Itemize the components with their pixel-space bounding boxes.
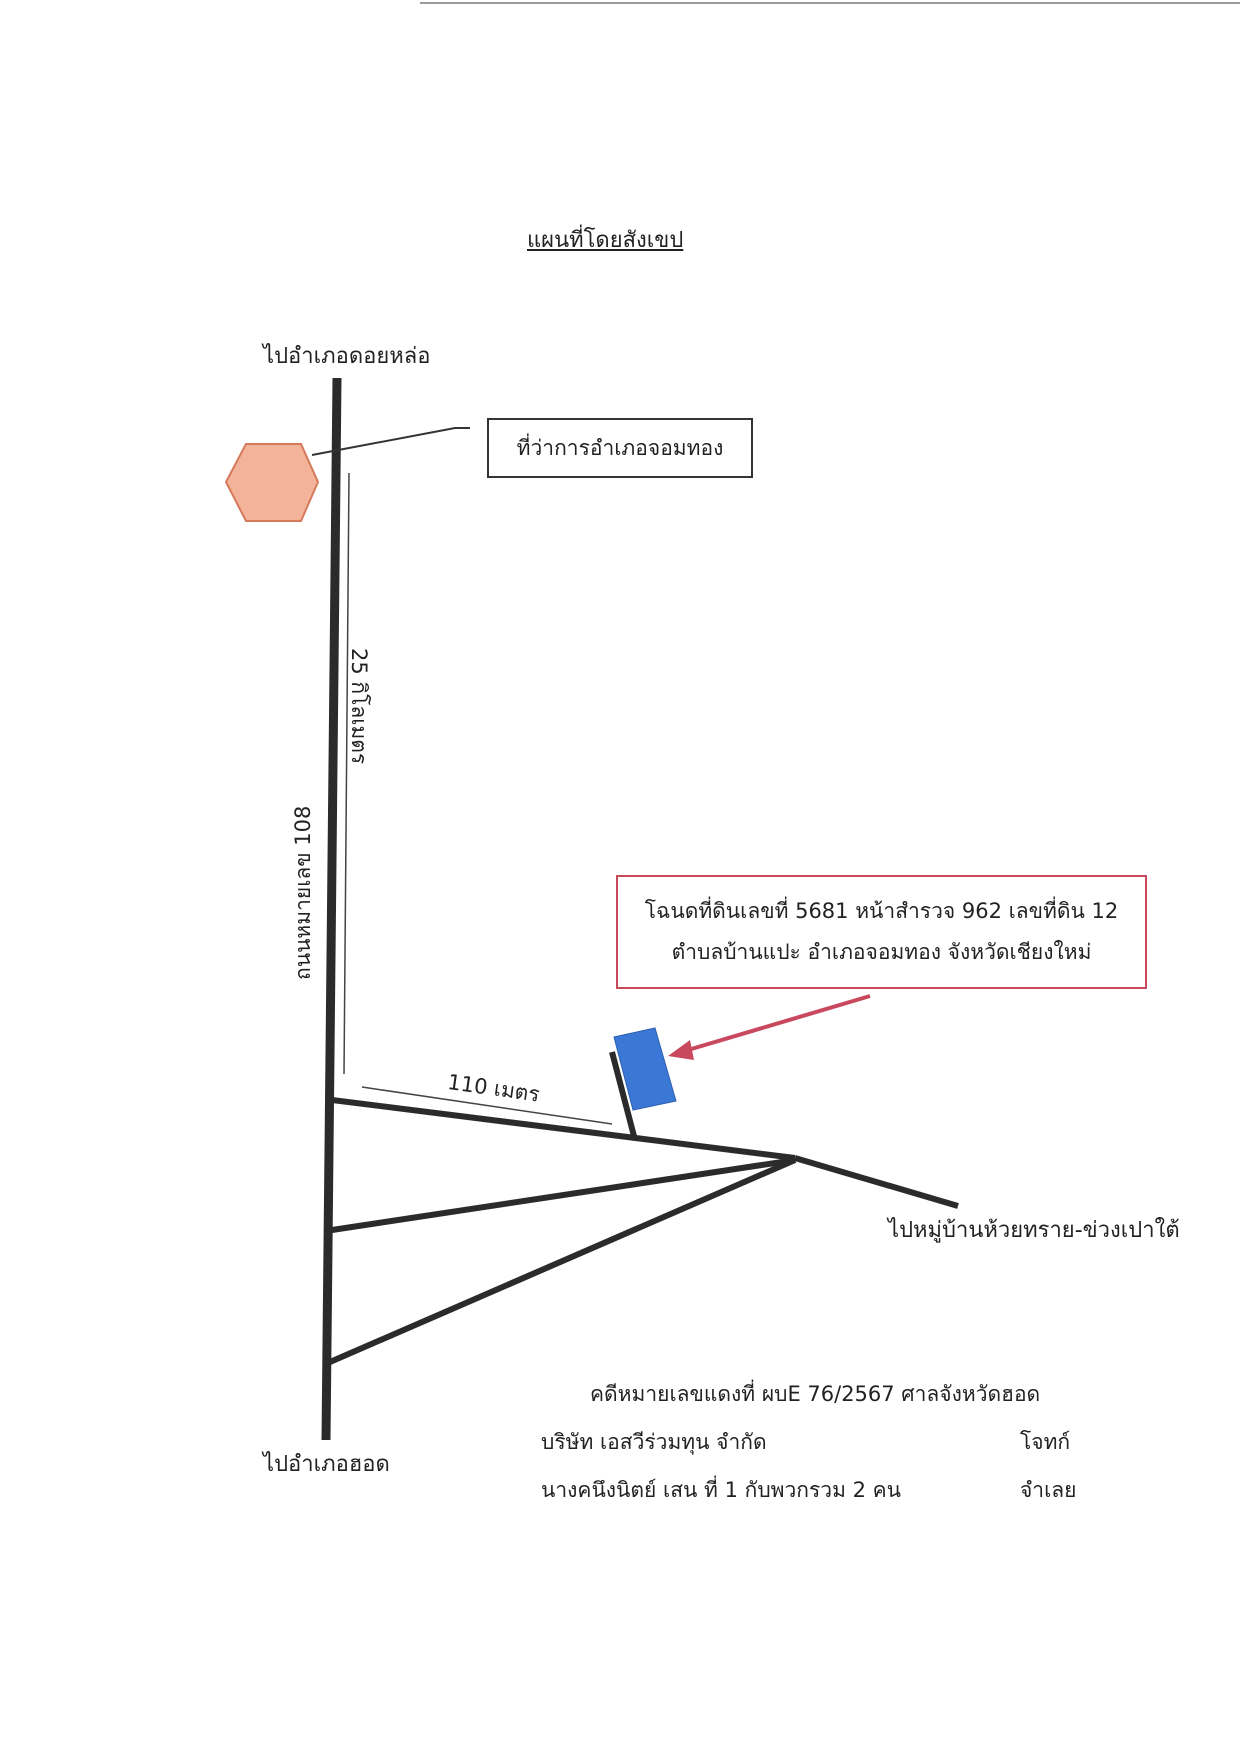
- office-label: ที่ว่าการอำเภอจอมทอง: [516, 435, 724, 460]
- parcel-arrow-head: [668, 1040, 694, 1060]
- road-number-label: ถนนหมายเลข 108: [291, 805, 315, 980]
- parcel-access-road: [609, 1051, 638, 1141]
- parcel-marker: [613, 1027, 677, 1111]
- office-label-box: ที่ว่าการอำเภอจอมทอง: [487, 418, 753, 478]
- branch-road-east: [794, 1155, 959, 1209]
- top-rule: [420, 2, 1240, 4]
- label-to-huai-sai: ไปหมู่บ้านห้วยทราย-ข่วงเปาใต้: [888, 1218, 1180, 1243]
- defendant-role: จำเลย: [1020, 1478, 1077, 1502]
- parcel-arrow-line: [687, 994, 871, 1052]
- branch-road-lower: [328, 1157, 797, 1365]
- label-to-doi-lo: ไปอำเภอดอยหล่อ: [263, 344, 431, 369]
- parcel-line-2: ตำบลบ้านแปะ อำเภอจอมทอง จังหวัดเชียงใหม่: [671, 940, 1092, 964]
- distance-line-horizontal: [361, 1086, 613, 1125]
- map-title: แผนที่โดยสังเขป: [527, 228, 684, 253]
- defendant-name: นางคนึงนิตย์ เสน ที่ 1 กับพวกรวม 2 คน: [541, 1478, 902, 1502]
- parcel-line-1: โฉนดที่ดินเลขที่ 5681 หน้าสำรวจ 962 เลขท…: [644, 899, 1119, 923]
- branch-road-middle: [331, 1157, 796, 1233]
- plaintiff-role: โจทก์: [1020, 1430, 1071, 1454]
- case-number: คดีหมายเลขแดงที่ ผบE 76/2567 ศาลจังหวัดฮ…: [590, 1382, 1041, 1406]
- distance-25km-label: 25 กิโลเมตร: [347, 648, 371, 765]
- distance-line-vertical: [343, 472, 350, 1075]
- office-marker-icon: [224, 443, 320, 522]
- parcel-info-box: โฉนดที่ดินเลขที่ 5681 หน้าสำรวจ 962 เลขท…: [616, 875, 1147, 989]
- branch-road-upper: [331, 1097, 796, 1161]
- office-leader-line: [311, 427, 470, 456]
- plaintiff-name: บริษัท เอสวีร่วมทุน จำกัด: [541, 1430, 767, 1454]
- label-to-hot: ไปอำเภอฮอด: [263, 1452, 390, 1477]
- main-road: [321, 377, 342, 1441]
